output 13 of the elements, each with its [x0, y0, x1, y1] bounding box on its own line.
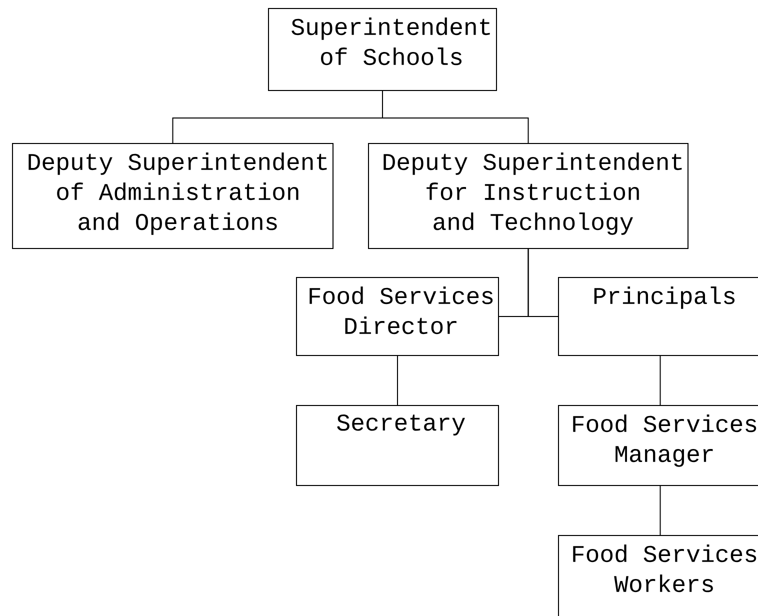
connector-line — [660, 356, 661, 406]
connector-line — [660, 486, 661, 536]
org-box: Superintendent of Schools — [268, 8, 497, 91]
org-box: Food Services Director — [296, 277, 499, 356]
connector-line — [528, 248, 558, 317]
org-box: Food Services Manager — [558, 405, 758, 486]
org-box: Food Services Workers — [558, 535, 758, 616]
connector-line — [382, 90, 529, 144]
org-box: Deputy Superintendent of Administration and Operations — [12, 143, 334, 249]
org-box: Deputy Superintendent for Instruction and Technology — [368, 143, 688, 249]
org-box: Secretary — [296, 405, 499, 486]
org-box: Principals — [558, 277, 758, 356]
connector-line — [397, 356, 398, 406]
